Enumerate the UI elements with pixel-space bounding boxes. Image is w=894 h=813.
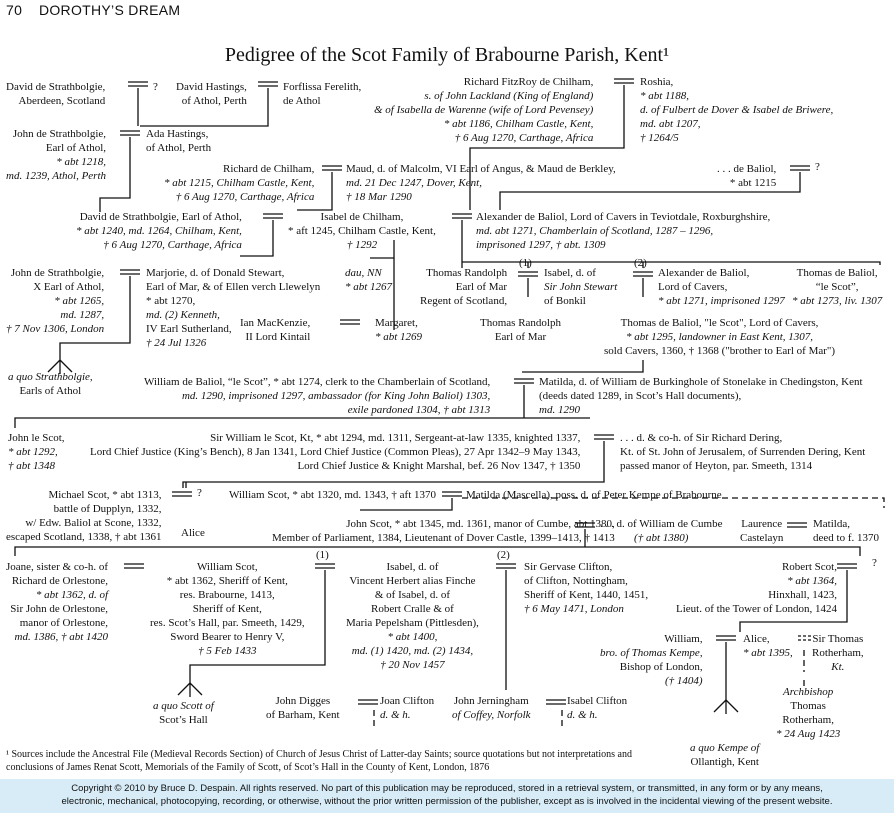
marriage-mark-4: (2) bbox=[497, 549, 510, 561]
person-cumbe: . . . d. of William de Cumbe(† abt 1380) bbox=[600, 518, 723, 544]
a-quo-strathbolgie: a quo Strathbolgie,Earls of Athol bbox=[8, 371, 93, 397]
person-richard-chilham: Richard de Chilham,* abt 1215, Chilham C… bbox=[164, 163, 315, 203]
person-david-strathbolgie-1: David de Strathbolgie,Aberdeen, Scotland bbox=[6, 81, 106, 107]
person-john-strathbolgie-1: John de Strathbolgie,Earl of Athol,* abt… bbox=[6, 128, 107, 182]
person-matilda-burkinghole: Matilda, d. of William de Burkinghole of… bbox=[539, 376, 863, 416]
person-matilda-mascella: Matilda (Mascella), poss. d. of Peter Ke… bbox=[466, 489, 722, 501]
running-header: 70 DOROTHY’S DREAM bbox=[6, 2, 180, 18]
person-david-hastings: David Hastings,of Athol, Perth bbox=[176, 81, 247, 107]
person-alexander-baliol-1: Alexander de Baliol, Lord of Cavers in T… bbox=[476, 211, 771, 251]
page-title: Pedigree of the Scot Family of Brabourne… bbox=[224, 44, 670, 66]
person-richard-fitzroy: Richard FitzRoy de Chilham, s. of John L… bbox=[374, 76, 594, 144]
person-thomas-baliol-1: Thomas de Baliol,“le Scot”,* abt 1273, l… bbox=[792, 267, 883, 307]
running-title: DOROTHY’S DREAM bbox=[38, 2, 181, 18]
person-john-le-scot: John le Scot,* abt 1292,† abt 1348 bbox=[8, 432, 65, 472]
person-unknown-4: ? bbox=[872, 557, 877, 569]
person-william-baliol: William de Baliol, “le Scot”, * abt 1274… bbox=[144, 376, 491, 416]
person-sir-gervase: Sir Gervase Clifton,of Clifton, Nottingh… bbox=[524, 561, 649, 615]
person-dering: . . . d. & co-h. of Sir Richard Dering,K… bbox=[620, 432, 866, 472]
marriage-mark-2: (2) bbox=[634, 257, 647, 269]
person-william-kempe: William,bro. of Thomas Kempe,Bishop of L… bbox=[600, 633, 703, 687]
person-maud: Maud, d. of Malcolm, VI Earl of Angus, &… bbox=[346, 163, 616, 203]
person-alice-2: Alice,* abt 1395, bbox=[743, 633, 793, 659]
person-david-strathbolgie-2: David de Strathbolgie, Earl of Athol,* a… bbox=[76, 211, 242, 251]
person-unknown-2: ? bbox=[815, 161, 820, 173]
person-unknown-3: ? bbox=[197, 487, 202, 499]
copyright-line-1: Copyright © 2010 by Bruce D. Despain. Al… bbox=[71, 783, 823, 794]
person-de-baliol: . . . de Baliol,* abt 1215 bbox=[717, 163, 777, 189]
person-ian-mackenzie: Ian MacKenzie,II Lord Kintail bbox=[240, 317, 311, 343]
copyright-line-2: electronic, mechanical, photocopying, re… bbox=[61, 796, 833, 807]
footnote: ¹ Sources include the Ancestral File (Me… bbox=[6, 749, 632, 773]
person-matilda-3: Matilda,deed to f. 1370 bbox=[813, 518, 879, 544]
person-alice-1: Alice bbox=[181, 527, 205, 539]
marriage-mark-1: (1) bbox=[519, 257, 532, 269]
page-number: 70 bbox=[6, 2, 23, 18]
person-unknown-1: ? bbox=[153, 81, 158, 93]
person-sir-william-le-scot: Sir William le Scot, Kt, * abt 1294, md.… bbox=[90, 432, 581, 472]
person-michael-scot: Michael Scot, * abt 1313,battle of Duppl… bbox=[6, 489, 162, 543]
person-roshia: Roshia,* abt 1188,d. of Fulbert de Dover… bbox=[640, 76, 834, 144]
person-ada-hastings: Ada Hastings,of Athol, Perth bbox=[146, 128, 212, 154]
person-marjorie: Marjorie, d. of Donald Stewart,Earl of M… bbox=[146, 267, 321, 349]
person-forflissa: Forflissa Ferelith,de Athol bbox=[283, 81, 362, 107]
person-alexander-baliol-2: Alexander de Baliol,Lord of Cavers,* abt… bbox=[658, 267, 785, 307]
marriage-bars bbox=[120, 78, 857, 705]
person-john-strathbolgie-2: John de Strathbolgie,X Earl of Athol,* a… bbox=[6, 267, 105, 335]
person-robert-scot: Robert Scot,* abt 1364,Hinxhall, 1423,Li… bbox=[676, 561, 837, 615]
person-william-scot-2: William Scot,* abt 1362, Sheriff of Kent… bbox=[150, 561, 305, 657]
person-margaret: Margaret,* abt 1269 bbox=[375, 317, 423, 343]
person-isabel-chilham: Isabel de Chilham,* aft 1245, Chilham Ca… bbox=[288, 211, 436, 251]
copyright-bar: Copyright © 2010 by Bruce D. Despain. Al… bbox=[0, 779, 894, 813]
person-john-scot: John Scot, * abt 1345, md. 1361, manor o… bbox=[272, 518, 615, 544]
person-william-scot-1: William Scot, * abt 1320, md. 1343, † af… bbox=[229, 489, 437, 501]
person-thomas-baliol-2: Thomas de Baliol, "le Scot", Lord of Cav… bbox=[604, 317, 836, 357]
marriage-mark-3: (1) bbox=[316, 549, 329, 561]
person-dau-nn: dau, NN* abt 1267 bbox=[345, 267, 393, 293]
